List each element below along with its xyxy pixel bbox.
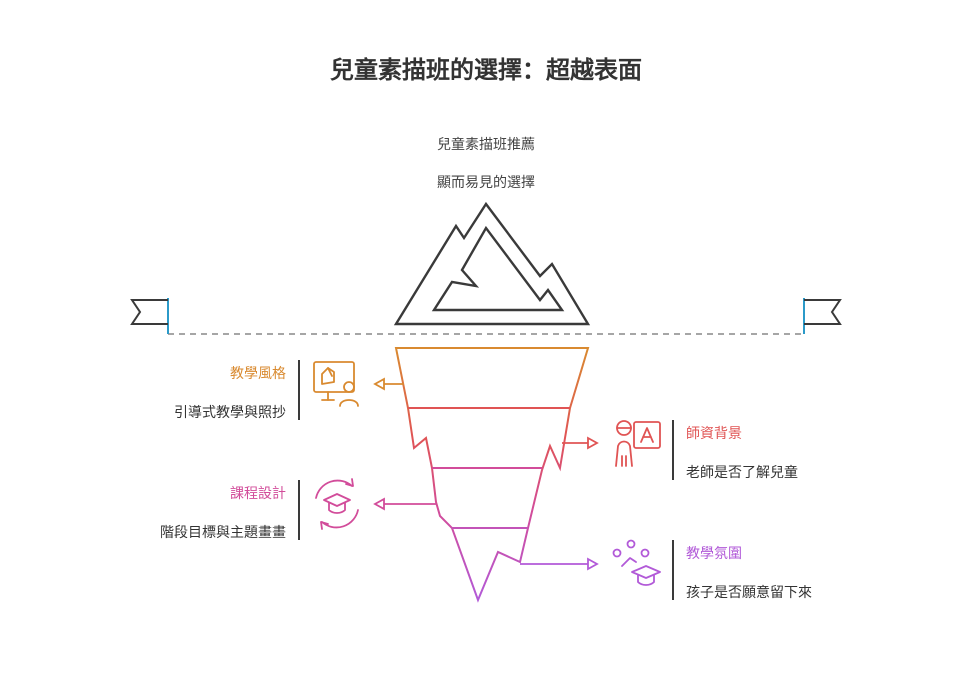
label-bar-teaching-style — [298, 360, 300, 420]
label-bar-atmosphere — [672, 540, 674, 600]
right-flag-icon — [803, 298, 842, 334]
arrow-atmosphere — [520, 557, 599, 571]
students-graduation-icon — [612, 539, 661, 586]
left-flag-icon — [130, 298, 169, 334]
factor-atmosphere: 教學氛圍 孩子是否願意留下來 — [686, 543, 906, 602]
graduation-cycle-icon — [315, 478, 359, 530]
factor-description: 引導式教學與照抄 — [174, 405, 286, 421]
arrow-teaching-style — [373, 377, 404, 391]
surface-subheading: 顯而易見的選擇 — [437, 175, 535, 191]
factor-description: 老師是否了解兒童 — [686, 465, 798, 481]
arrow-curriculum — [373, 497, 436, 511]
factor-title: 課程設計 — [230, 486, 286, 502]
label-bar-teacher-background — [672, 420, 674, 480]
factor-teacher-background: 師資背景 老師是否了解兒童 — [686, 423, 906, 482]
teacher-alphabet-icon — [615, 420, 661, 467]
factor-teaching-style: 教學風格 引導式教學與照抄 — [100, 363, 286, 422]
iceberg-underwater — [394, 347, 590, 603]
page-title: 兒童素描班的選擇：超越表面 — [330, 56, 642, 84]
factor-description: 階段目標與主題畫畫 — [160, 525, 286, 541]
arrow-teacher-background — [562, 436, 599, 450]
surface-heading: 兒童素描班推薦 — [437, 137, 535, 153]
label-bar-curriculum — [298, 480, 300, 540]
factor-title: 師資背景 — [686, 426, 742, 442]
iceberg-tip-icon — [393, 201, 591, 326]
factor-title: 教學氛圍 — [686, 546, 742, 562]
factor-curriculum: 課程設計 階段目標與主題畫畫 — [100, 483, 286, 542]
factor-description: 孩子是否願意留下來 — [686, 585, 812, 601]
factor-title: 教學風格 — [230, 366, 286, 382]
teacher-presentation-icon — [313, 361, 359, 407]
